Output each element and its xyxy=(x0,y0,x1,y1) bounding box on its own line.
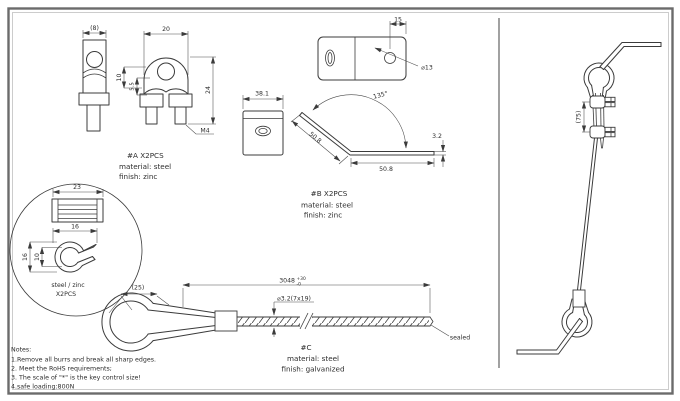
dim-thimble-inner-height: 10 xyxy=(34,253,41,261)
part-b-end-view: 38.1 xyxy=(242,91,284,156)
dim-b-width: 38.1 xyxy=(255,91,269,98)
part-a-label: #A X2PCS xyxy=(127,151,164,160)
rope-sealed-callout: sealed xyxy=(450,335,470,342)
note-3: 3. The scale of "*" is the key control s… xyxy=(11,375,141,382)
part-b-top-view: 15 ⌀13 xyxy=(317,17,433,81)
dim-b-angle: 135° xyxy=(372,89,388,101)
dim-c-thimble-len: (25) xyxy=(132,285,145,292)
dim-a-height: 24 xyxy=(205,86,212,94)
part-b-finish: finish: zinc xyxy=(304,211,342,220)
dim-c-length: 3048 xyxy=(279,278,295,285)
part-a-side-view: (8) xyxy=(78,25,110,132)
part-c-material: material: steel xyxy=(287,354,339,363)
part-c-finish: finish: galvanized xyxy=(281,365,344,374)
part-b-label: #B X2PCS xyxy=(311,189,348,198)
notes-block: Notes: 1.Remove all burrs and break all … xyxy=(11,347,156,391)
dim-thimble-outer-width: 23 xyxy=(73,184,81,191)
notes-title: Notes: xyxy=(11,347,31,354)
dim-a-width: 20 xyxy=(162,26,170,33)
dim-a-side-width: (8) xyxy=(90,25,99,32)
dim-b-hole-offset: 15 xyxy=(394,17,402,24)
note-2: 2. Meet the RoHS requirements; xyxy=(11,366,112,373)
part-b-bent-view: 50.8 135° 3.2 50.8 xyxy=(290,89,446,173)
part-b-material: material: steel xyxy=(301,201,353,210)
assembly-view: (75) xyxy=(516,42,662,355)
sheet-frame xyxy=(7,7,674,395)
dim-b-thickness: 3.2 xyxy=(432,133,442,140)
part-a-front-view: 20 10 5.5 24 M4 xyxy=(116,26,216,135)
dim-thimble-eye-height: 16 xyxy=(22,253,29,261)
thimble-qty: X2PCS xyxy=(56,291,76,298)
dim-b-leg-a: 50.8 xyxy=(307,131,322,145)
dim-a-inner-height: 10 xyxy=(116,74,123,82)
note-1: 1.Remove all burrs and break all sharp e… xyxy=(11,357,156,364)
dim-thimble-eye-width: 16 xyxy=(71,224,79,231)
note-4: 4.safe loading:800N xyxy=(11,384,75,391)
assembly-clip-1 xyxy=(589,95,616,109)
part-a-label-block: #A X2PCS material: steel finish: zinc xyxy=(119,151,171,181)
dim-a-saddle: 5.5 xyxy=(130,82,136,91)
assembly-ferrule xyxy=(572,289,586,308)
dim-assembly-clip-gap: (75) xyxy=(576,111,583,124)
part-c-label: #C xyxy=(300,343,311,352)
part-a-finish: finish: zinc xyxy=(119,172,157,181)
dim-c-tol-minus: -0 xyxy=(297,282,302,288)
part-c-rope-assembly: (25) 3048 +30 -0 ⌀3.2(7x19) sealed #C ma… xyxy=(101,276,470,374)
part-a-material: material: steel xyxy=(119,162,171,171)
assembly-clip-2 xyxy=(589,125,616,139)
dim-b-leg-b: 50.8 xyxy=(379,166,393,173)
part-b-label-block: #B X2PCS material: steel finish: zinc xyxy=(301,189,353,220)
dim-c-rope-spec: ⌀3.2(7x19) xyxy=(277,296,311,303)
thimble-detail-view: 23 16 16 10 steel / zinc X2PCS xyxy=(9,183,143,317)
dim-c-tol-plus: +30 xyxy=(297,276,306,282)
thimble-material: steel / zinc xyxy=(51,282,85,289)
dim-b-hole-dia: ⌀13 xyxy=(421,65,433,72)
dim-a-thread: M4 xyxy=(200,128,209,135)
